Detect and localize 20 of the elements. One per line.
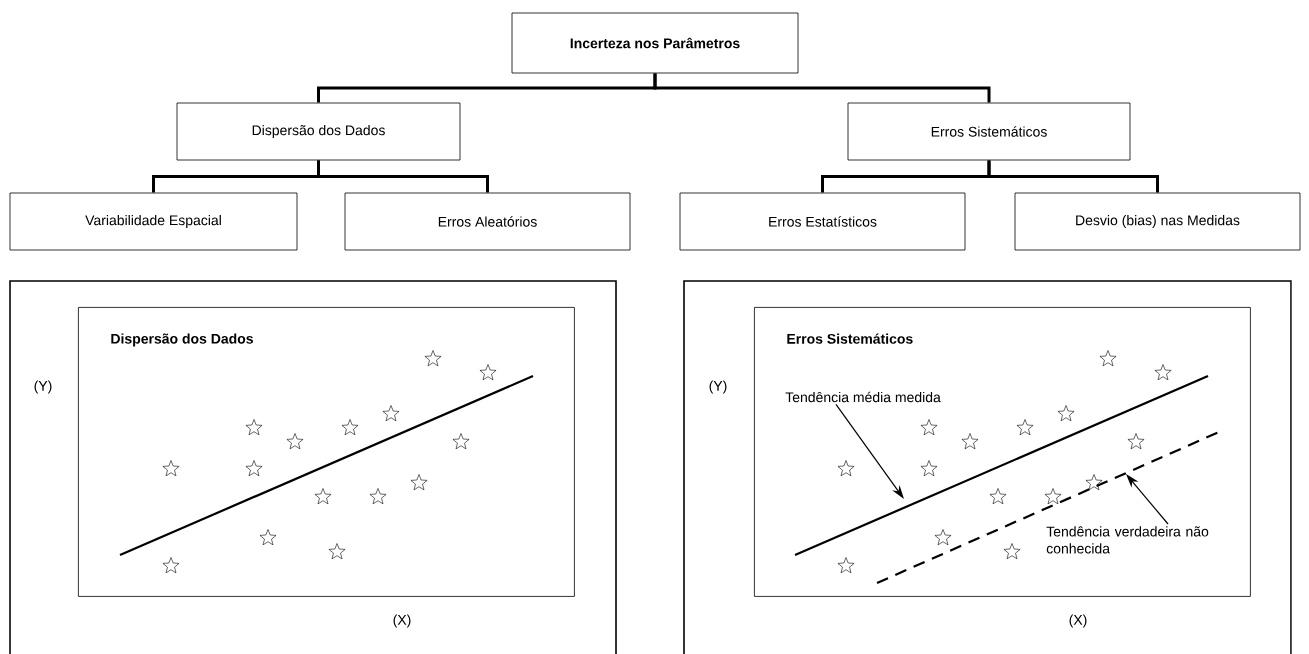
category-box: Erros Aleatórios — [344, 192, 631, 251]
panel-frame — [9, 280, 617, 654]
category-box: Dispersão dos Dados — [176, 102, 461, 161]
annotation-text: Tendência verdadeira não conhecida — [1046, 526, 1209, 554]
leader-arrow — [1126, 474, 1169, 525]
category-box: Desvio (bias) nas Medidas — [1014, 192, 1301, 251]
connector-line — [653, 73, 991, 103]
plot-box: Dispersão dos Dados — [78, 307, 575, 597]
category-box: Erros Estatísticos — [679, 192, 966, 251]
axis-label: (Y) — [709, 380, 727, 394]
annotation-text: Tendência média medida — [785, 391, 941, 403]
axis-label: (Y) — [34, 380, 52, 394]
category-box: Variabilidade Espacial — [9, 192, 298, 251]
panel-frame — [683, 280, 1292, 654]
axis-label: (X) — [1069, 614, 1087, 628]
category-box: Incerteza nos Parâmetros — [511, 12, 799, 74]
category-box: Erros Sistemáticos — [847, 102, 1131, 161]
connector-line — [317, 160, 489, 193]
connector-line — [987, 160, 1159, 193]
axis-label: (X) — [393, 614, 411, 628]
